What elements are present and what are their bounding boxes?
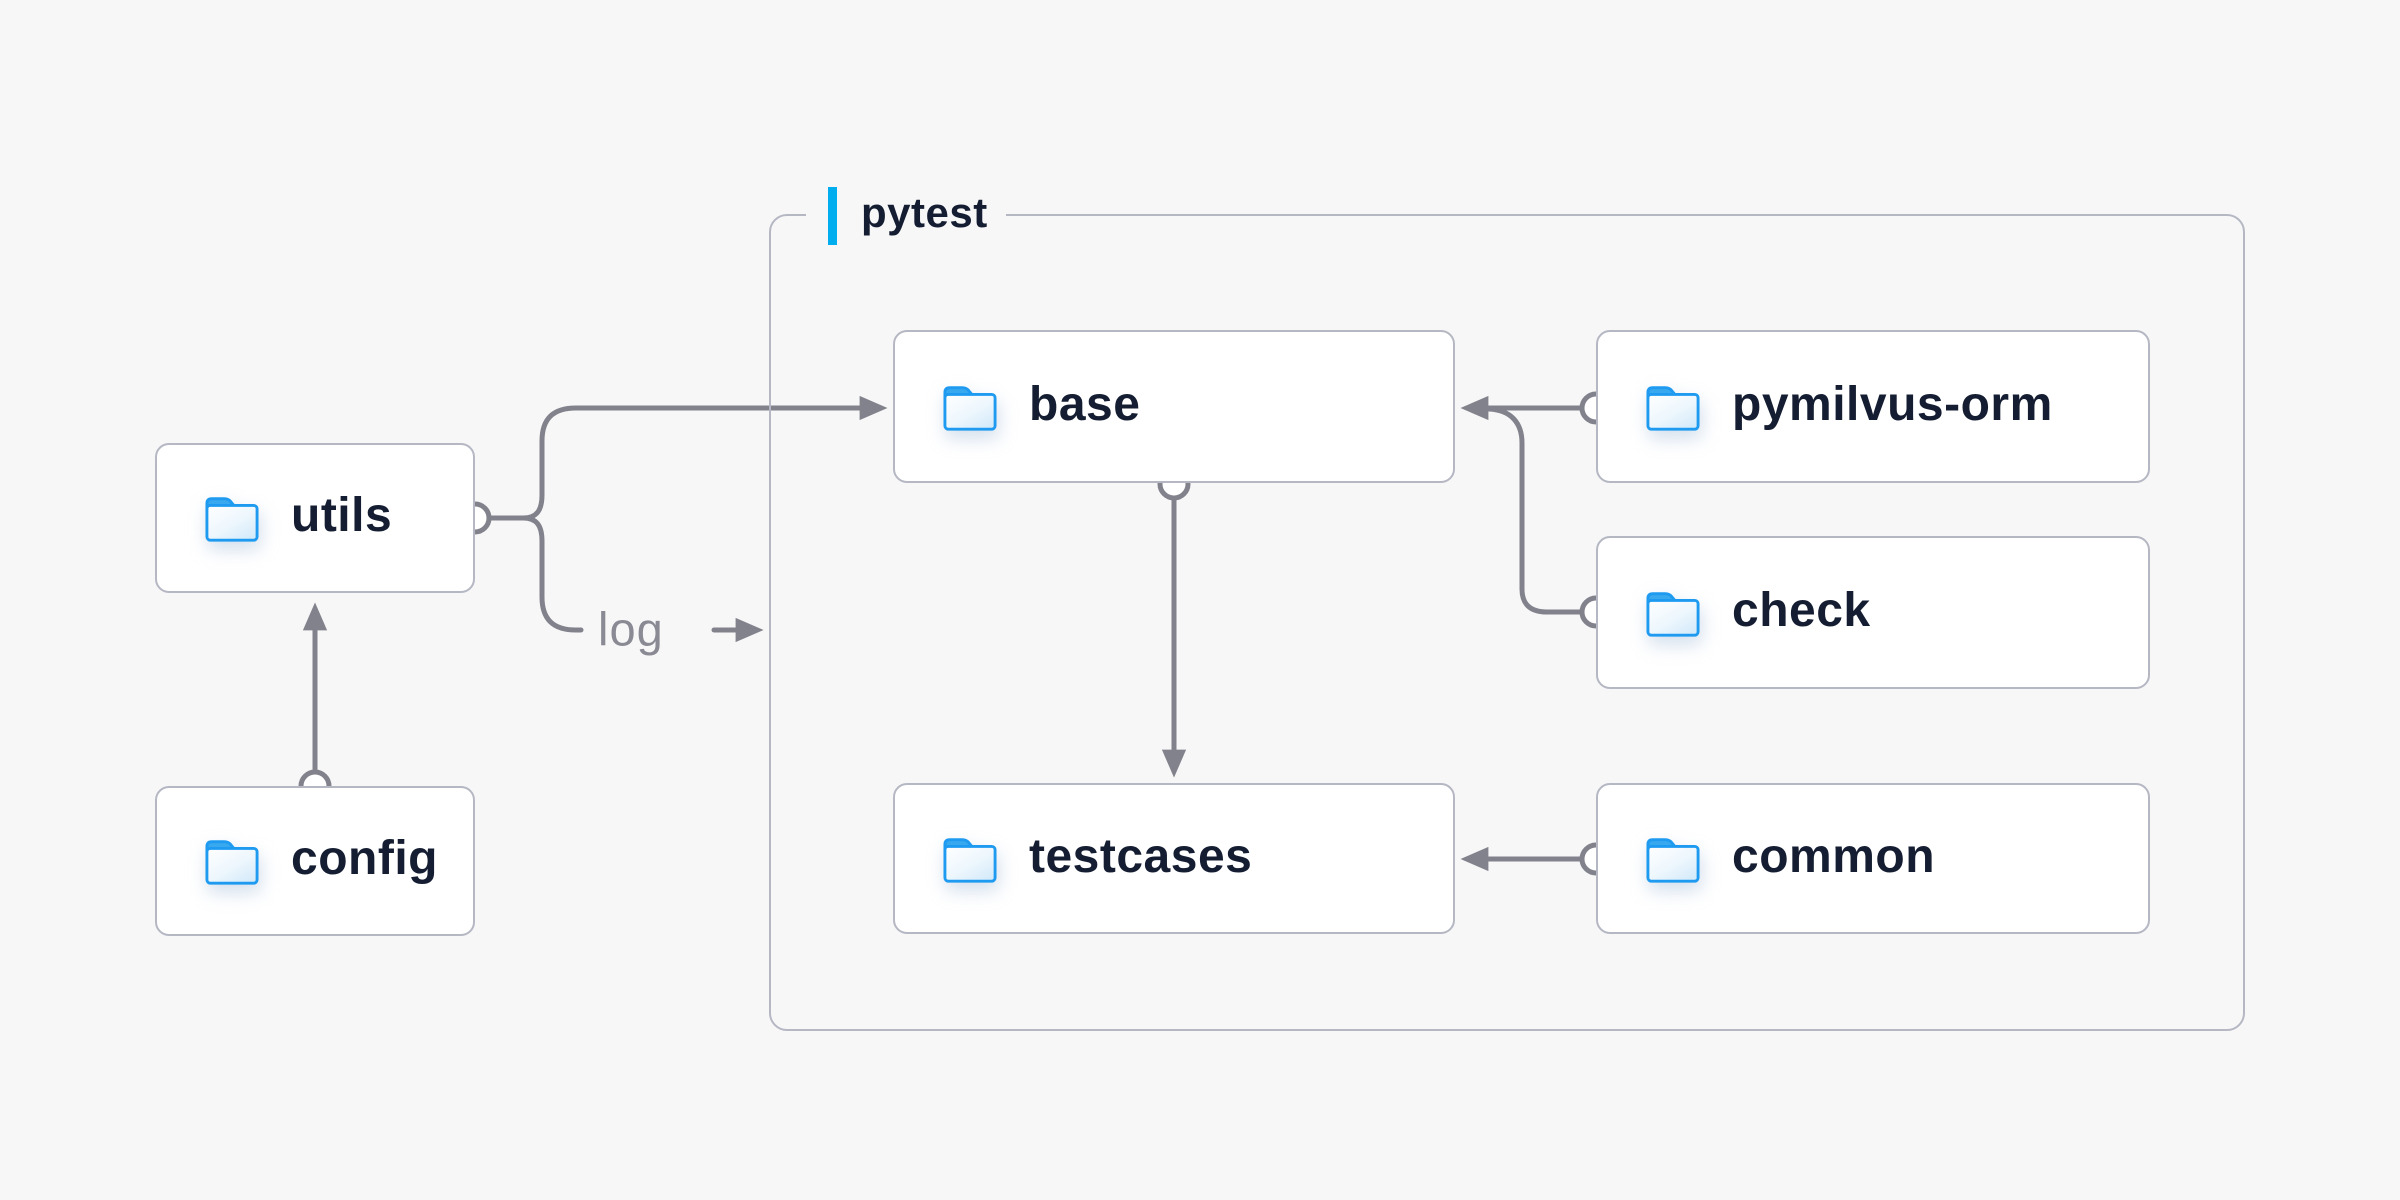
node-utils: utils [155,443,475,593]
folder-icon [943,837,997,883]
node-label: base [1029,377,1141,431]
folder-icon [943,385,997,431]
node-label: config [291,832,438,885]
folder-icon [205,497,259,542]
pytest-group-label-text: pytest [861,189,988,236]
node-config: config [155,786,475,936]
pytest-group-label: pytest [806,186,1006,246]
pytest-group-container [769,214,2245,1031]
folder-icon [1646,385,1700,431]
node-testcases: testcases [893,783,1455,934]
node-label: pymilvus-orm [1732,377,2053,431]
node-pymilvus-orm: pymilvus-orm [1596,330,2150,483]
node-label: common [1732,829,1936,883]
edge-label-log: log [598,602,664,656]
node-label: check [1732,583,1871,637]
edge-utils-to-log [487,515,584,633]
folder-icon [205,840,259,885]
node-check: check [1596,536,2150,689]
node-label: utils [291,489,393,542]
node-common: common [1596,783,2150,934]
folder-icon [1646,591,1700,637]
folder-icon [1646,837,1700,883]
edge-check-to-base [1486,406,1583,615]
node-label: testcases [1029,829,1253,883]
accent-bar [828,187,837,245]
node-base: base [893,330,1455,483]
